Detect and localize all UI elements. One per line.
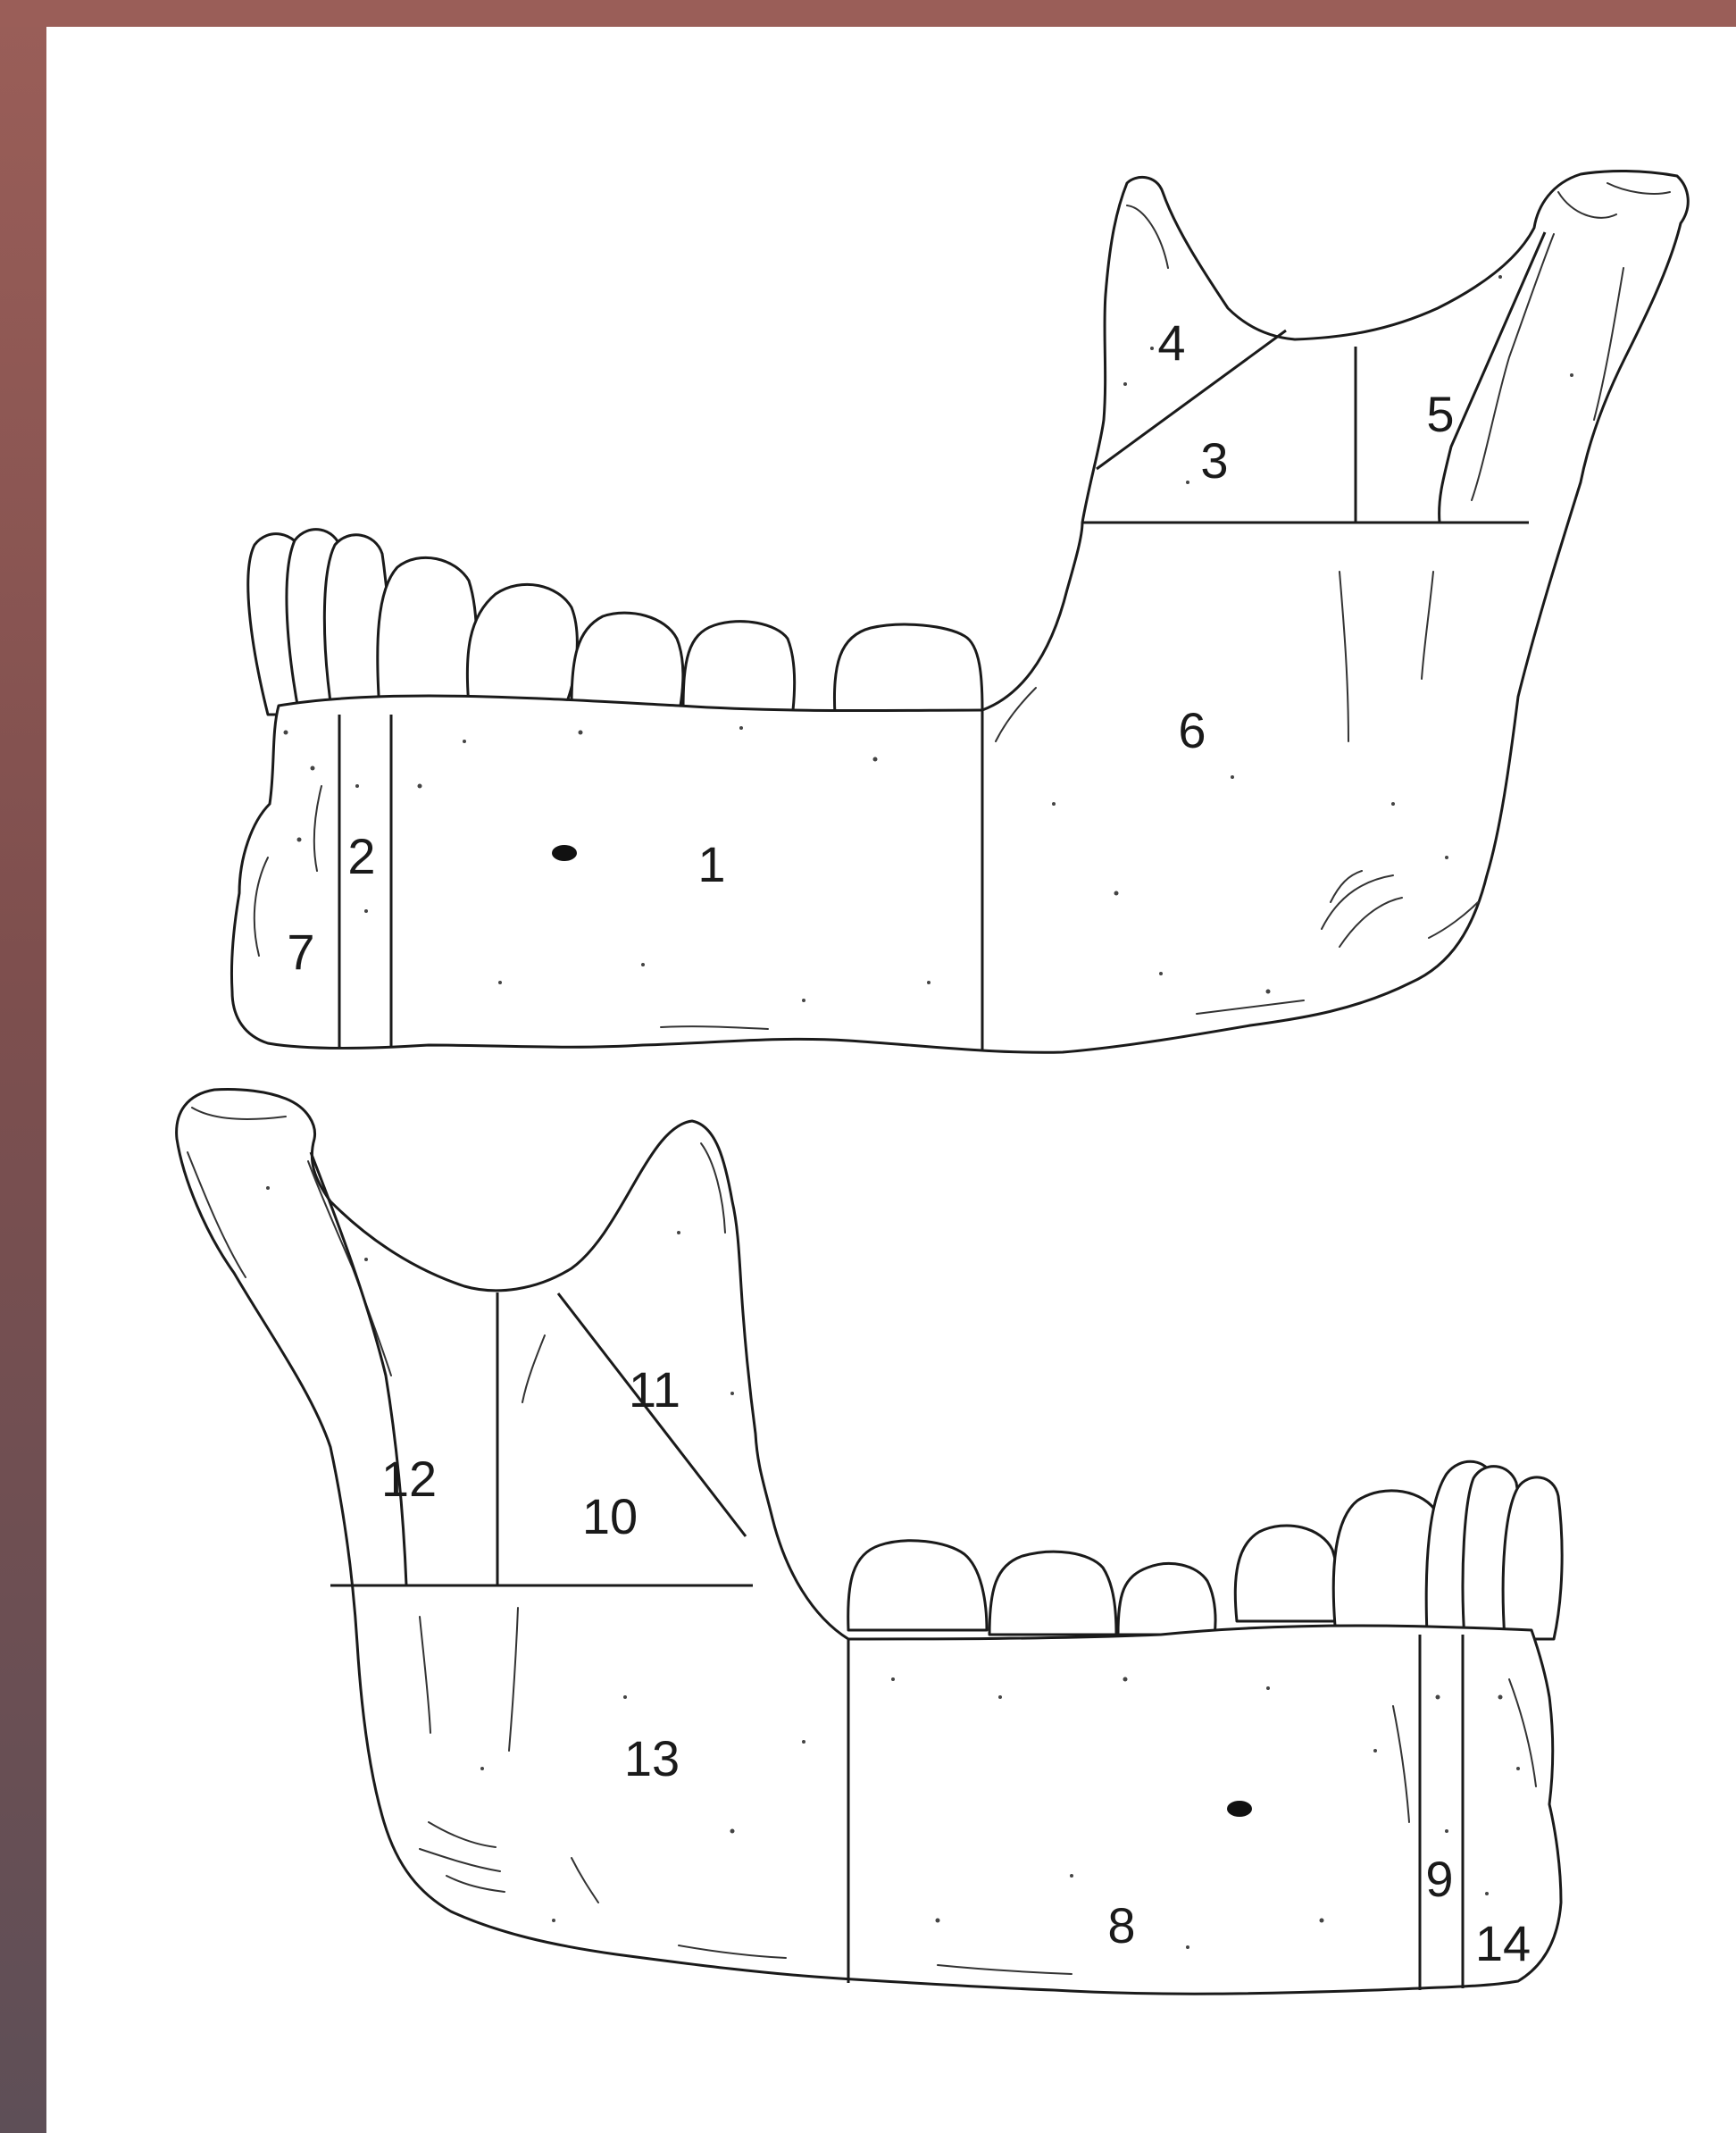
bottom-molar-1 (1118, 1563, 1215, 1635)
region-label-5: 5 (1426, 386, 1454, 442)
top-premolar-2 (467, 584, 577, 706)
region-label-11: 11 (629, 1361, 680, 1418)
top-teeth (248, 530, 982, 715)
region-label-3: 3 (1200, 432, 1228, 489)
top-molar-3 (834, 624, 982, 715)
region-label-8: 8 (1107, 1897, 1135, 1953)
mandible-top-view: 1 2 3 4 5 6 7 (231, 171, 1688, 1052)
bottom-molar-2 (989, 1552, 1116, 1635)
region-label-14: 14 (1475, 1915, 1531, 1971)
region-label-12: 12 (381, 1451, 437, 1507)
top-molar-1 (572, 613, 683, 706)
region-label-4: 4 (1157, 314, 1185, 371)
region-label-7: 7 (287, 924, 314, 980)
region-label-13: 13 (624, 1730, 680, 1786)
top-molar-2 (683, 622, 795, 710)
bottom-incisor-1 (1503, 1477, 1562, 1639)
bottom-premolar-2 (1235, 1526, 1339, 1621)
region-label-1: 1 (697, 836, 725, 892)
bottom-teeth (848, 1461, 1562, 1639)
top-mental-foramen (552, 845, 577, 861)
region-label-6: 6 (1178, 702, 1206, 758)
region-label-10: 10 (582, 1488, 638, 1544)
mandible-bottom-view: 8 9 10 11 12 13 14 (177, 1089, 1563, 1994)
top-premolar-1 (378, 557, 477, 710)
bottom-molar-3 (848, 1541, 987, 1630)
bottom-mental-foramen (1227, 1801, 1252, 1817)
region-label-9: 9 (1425, 1851, 1453, 1907)
region-label-2: 2 (347, 828, 375, 884)
